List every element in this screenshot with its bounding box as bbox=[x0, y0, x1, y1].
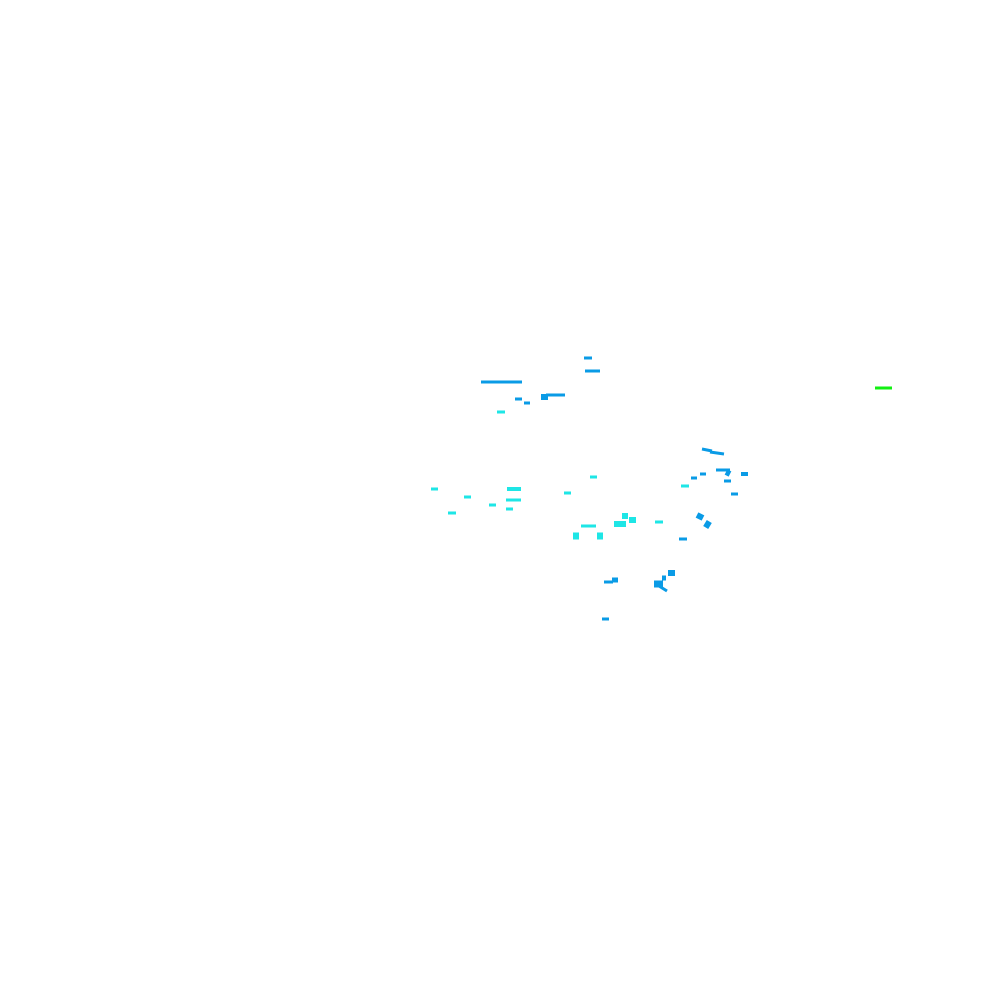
blue-segment-23 bbox=[658, 584, 668, 593]
blue-segment-group bbox=[481, 356, 748, 621]
blue-segment-18 bbox=[703, 519, 712, 530]
blue-segment-13 bbox=[724, 469, 732, 477]
cyan-segment-group bbox=[431, 410, 689, 540]
blue-segment-9 bbox=[709, 450, 725, 456]
blue-segment-17 bbox=[695, 512, 705, 521]
